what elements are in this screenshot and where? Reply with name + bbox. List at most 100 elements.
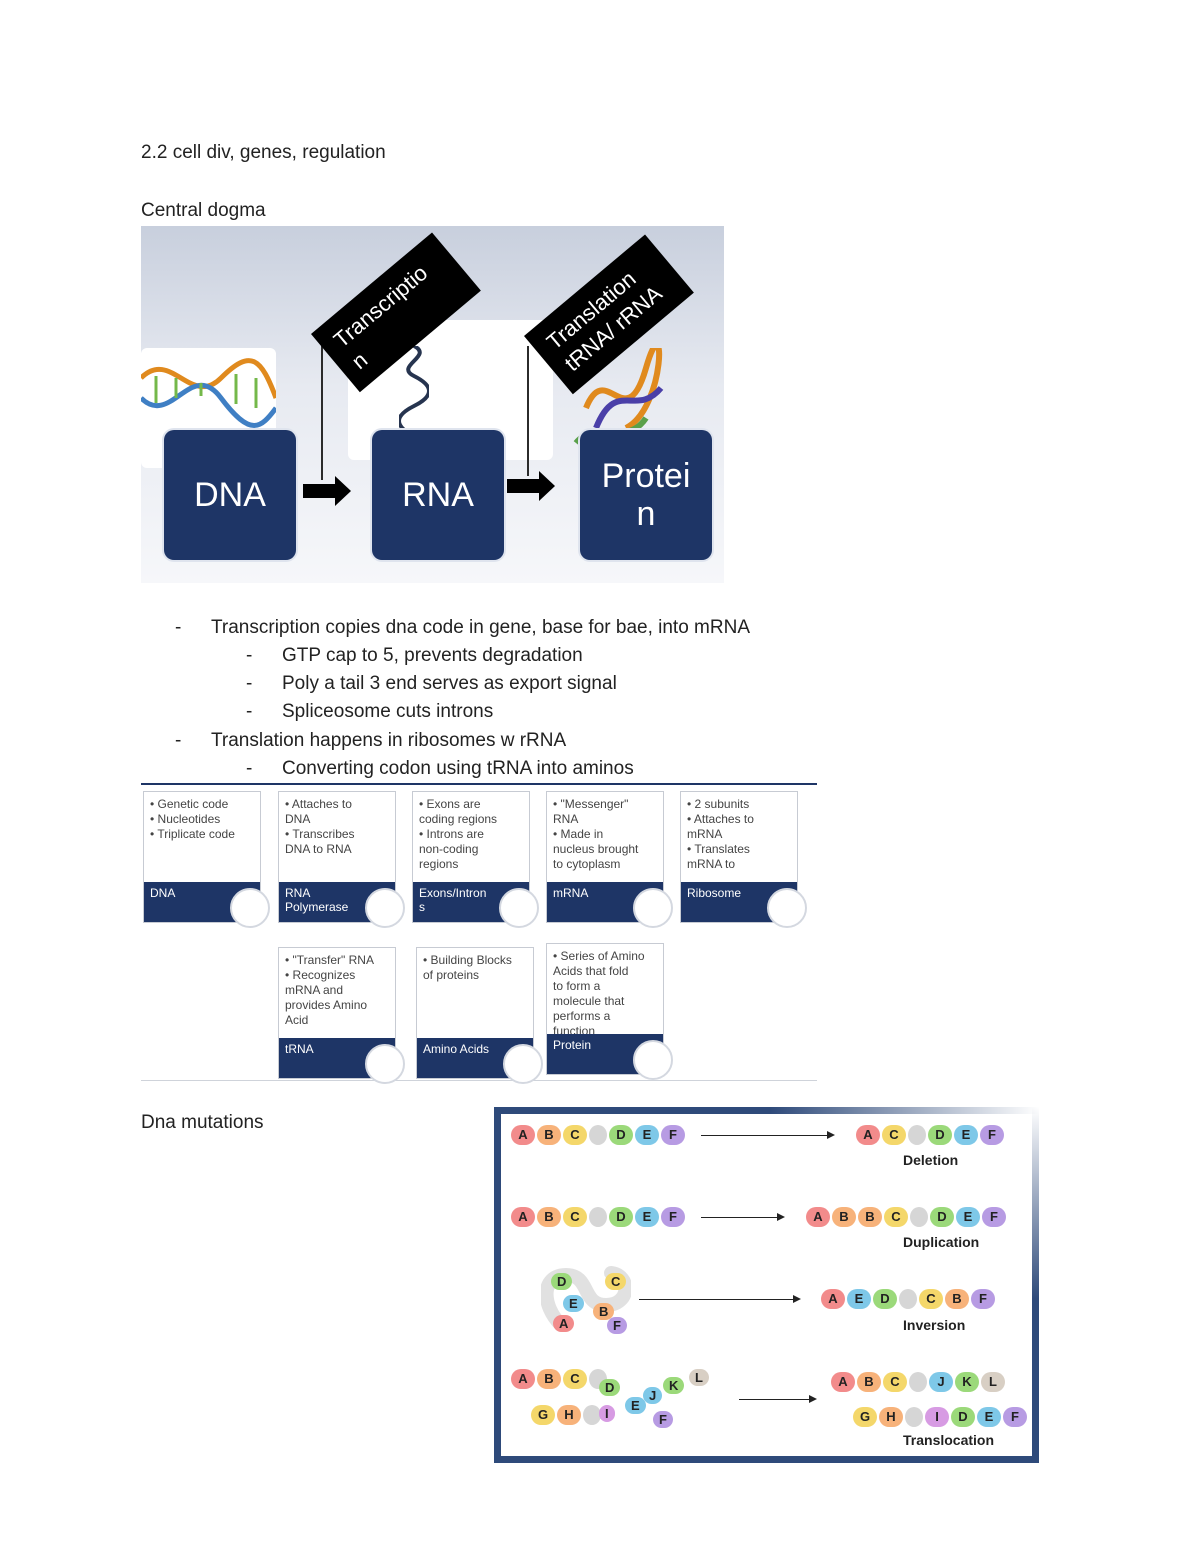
gene-bead: A [511,1125,535,1145]
deletion-label: Deletion [903,1152,959,1168]
amino-acids-thumbnail-icon [503,1044,543,1084]
gene-bead: C [919,1289,943,1309]
gene-bead: A [856,1125,880,1145]
dna-box: DNA [164,430,296,560]
card-exons-introns: • Exons are coding regions • Introns are… [412,791,539,928]
gene-bead: E [635,1207,659,1227]
inversion-label: Inversion [903,1317,966,1333]
trna-thumbnail-icon [365,1044,405,1084]
translation-arrow [507,471,555,501]
exons-thumbnail-icon [499,888,539,928]
centromere-bead [905,1407,923,1427]
duplication-arrow [701,1213,785,1221]
inversion-arrow [639,1295,801,1303]
list-item: -Translation happens in ribosomes w rRNA [175,730,567,751]
gene-bead: B [945,1289,969,1309]
polymerase-thumbnail-icon [365,888,405,928]
transcription-arrow [303,476,351,506]
gene-bead: B [537,1369,561,1389]
gene-bead: B [857,1372,881,1392]
list-item: -Spliceosome cuts introns [246,701,494,722]
list-item: -GTP cap to 5, prevents degradation [246,645,583,666]
gene-bead: E [847,1289,871,1309]
gene-bead: E [956,1207,980,1227]
translocation-bead: L [689,1369,709,1386]
gene-bead: A [511,1369,535,1389]
gene-bead: E [954,1125,978,1145]
gene-bead: F [971,1289,995,1309]
protein-box: Protei n [580,430,712,560]
gene-bead: C [883,1372,907,1392]
inversion-bead: E [563,1295,584,1312]
centromere-bead [909,1372,927,1392]
translocation-bead: J [643,1387,663,1404]
card-ribosome: • 2 subunits • Attaches to mRNA • Transl… [680,791,807,928]
gene-bead: H [557,1405,581,1425]
centromere-bead [589,1207,607,1227]
translation-callout-line [527,346,529,476]
gene-bead: B [832,1207,856,1227]
mrna-thumbnail-icon [633,888,673,928]
mutations-heading: Dna mutations [141,1112,264,1133]
centromere-bead [910,1207,928,1227]
gene-bead: L [981,1372,1005,1392]
gene-bead: F [661,1125,685,1145]
translocation-bead: D [599,1379,621,1396]
gene-bead: C [563,1369,587,1389]
gene-bead: C [563,1125,587,1145]
gene-bead: A [831,1372,855,1392]
gene-bead: B [537,1125,561,1145]
gene-bead: F [982,1207,1006,1227]
page-title: 2.2 cell div, genes, regulation [141,142,386,163]
translocation-bead: I [599,1405,615,1422]
card-dna: • Genetic code • Nucleotides • Triplicat… [143,791,270,928]
gene-bead: E [635,1125,659,1145]
gene-bead: F [980,1125,1004,1145]
gene-bead: F [1003,1407,1027,1427]
duplication-label: Duplication [903,1234,980,1250]
gene-bead: C [884,1207,908,1227]
gene-bead: A [821,1289,845,1309]
glossary-cards: • Genetic code • Nucleotides • Triplicat… [141,783,817,1084]
translocation-label: Translocation [903,1432,995,1448]
translocation-bead: K [663,1377,685,1394]
list-item: -Converting codon using tRNA into aminos [246,758,634,779]
inversion-bead: B [593,1303,615,1320]
gene-bead: H [879,1407,903,1427]
centromere-bead [589,1125,607,1145]
gene-bead: B [537,1207,561,1227]
central-dogma-figure: DNA RNA Protei n Transcriptio n Translat… [141,226,724,583]
card-rna-polymerase: • Attaches to DNA • Transcribes DNA to R… [278,791,405,928]
gene-bead: D [873,1289,897,1309]
centromere-bead [583,1405,601,1425]
transcription-callout-line [321,344,323,480]
list-item: -Transcription copies dna code in gene, … [175,617,750,638]
translocation-arrow [739,1395,817,1403]
rna-strand-icon [399,346,429,436]
gene-bead: E [977,1407,1001,1427]
gene-bead: D [930,1207,954,1227]
gene-bead: D [609,1125,633,1145]
translocation-bead: E [625,1397,646,1414]
inversion-loop-icon [541,1266,631,1332]
gene-bead: K [955,1372,979,1392]
dna-helix-icon [141,358,279,428]
card-mrna: • "Messenger" RNA • Made in nucleus brou… [546,791,673,928]
gene-bead: C [563,1207,587,1227]
list-item: -Poly a tail 3 end serves as export sign… [246,673,617,694]
gene-bead: A [511,1207,535,1227]
gene-bead: G [853,1407,877,1427]
inversion-bead: F [607,1317,627,1334]
inversion-bead: C [605,1273,627,1290]
card-protein: • Series of Amino Acids that fold to for… [546,943,673,1080]
card-trna: • "Transfer" RNA • Recognizes mRNA and p… [278,947,405,1084]
ribosome-thumbnail-icon [767,888,807,928]
gene-bead: D [609,1207,633,1227]
